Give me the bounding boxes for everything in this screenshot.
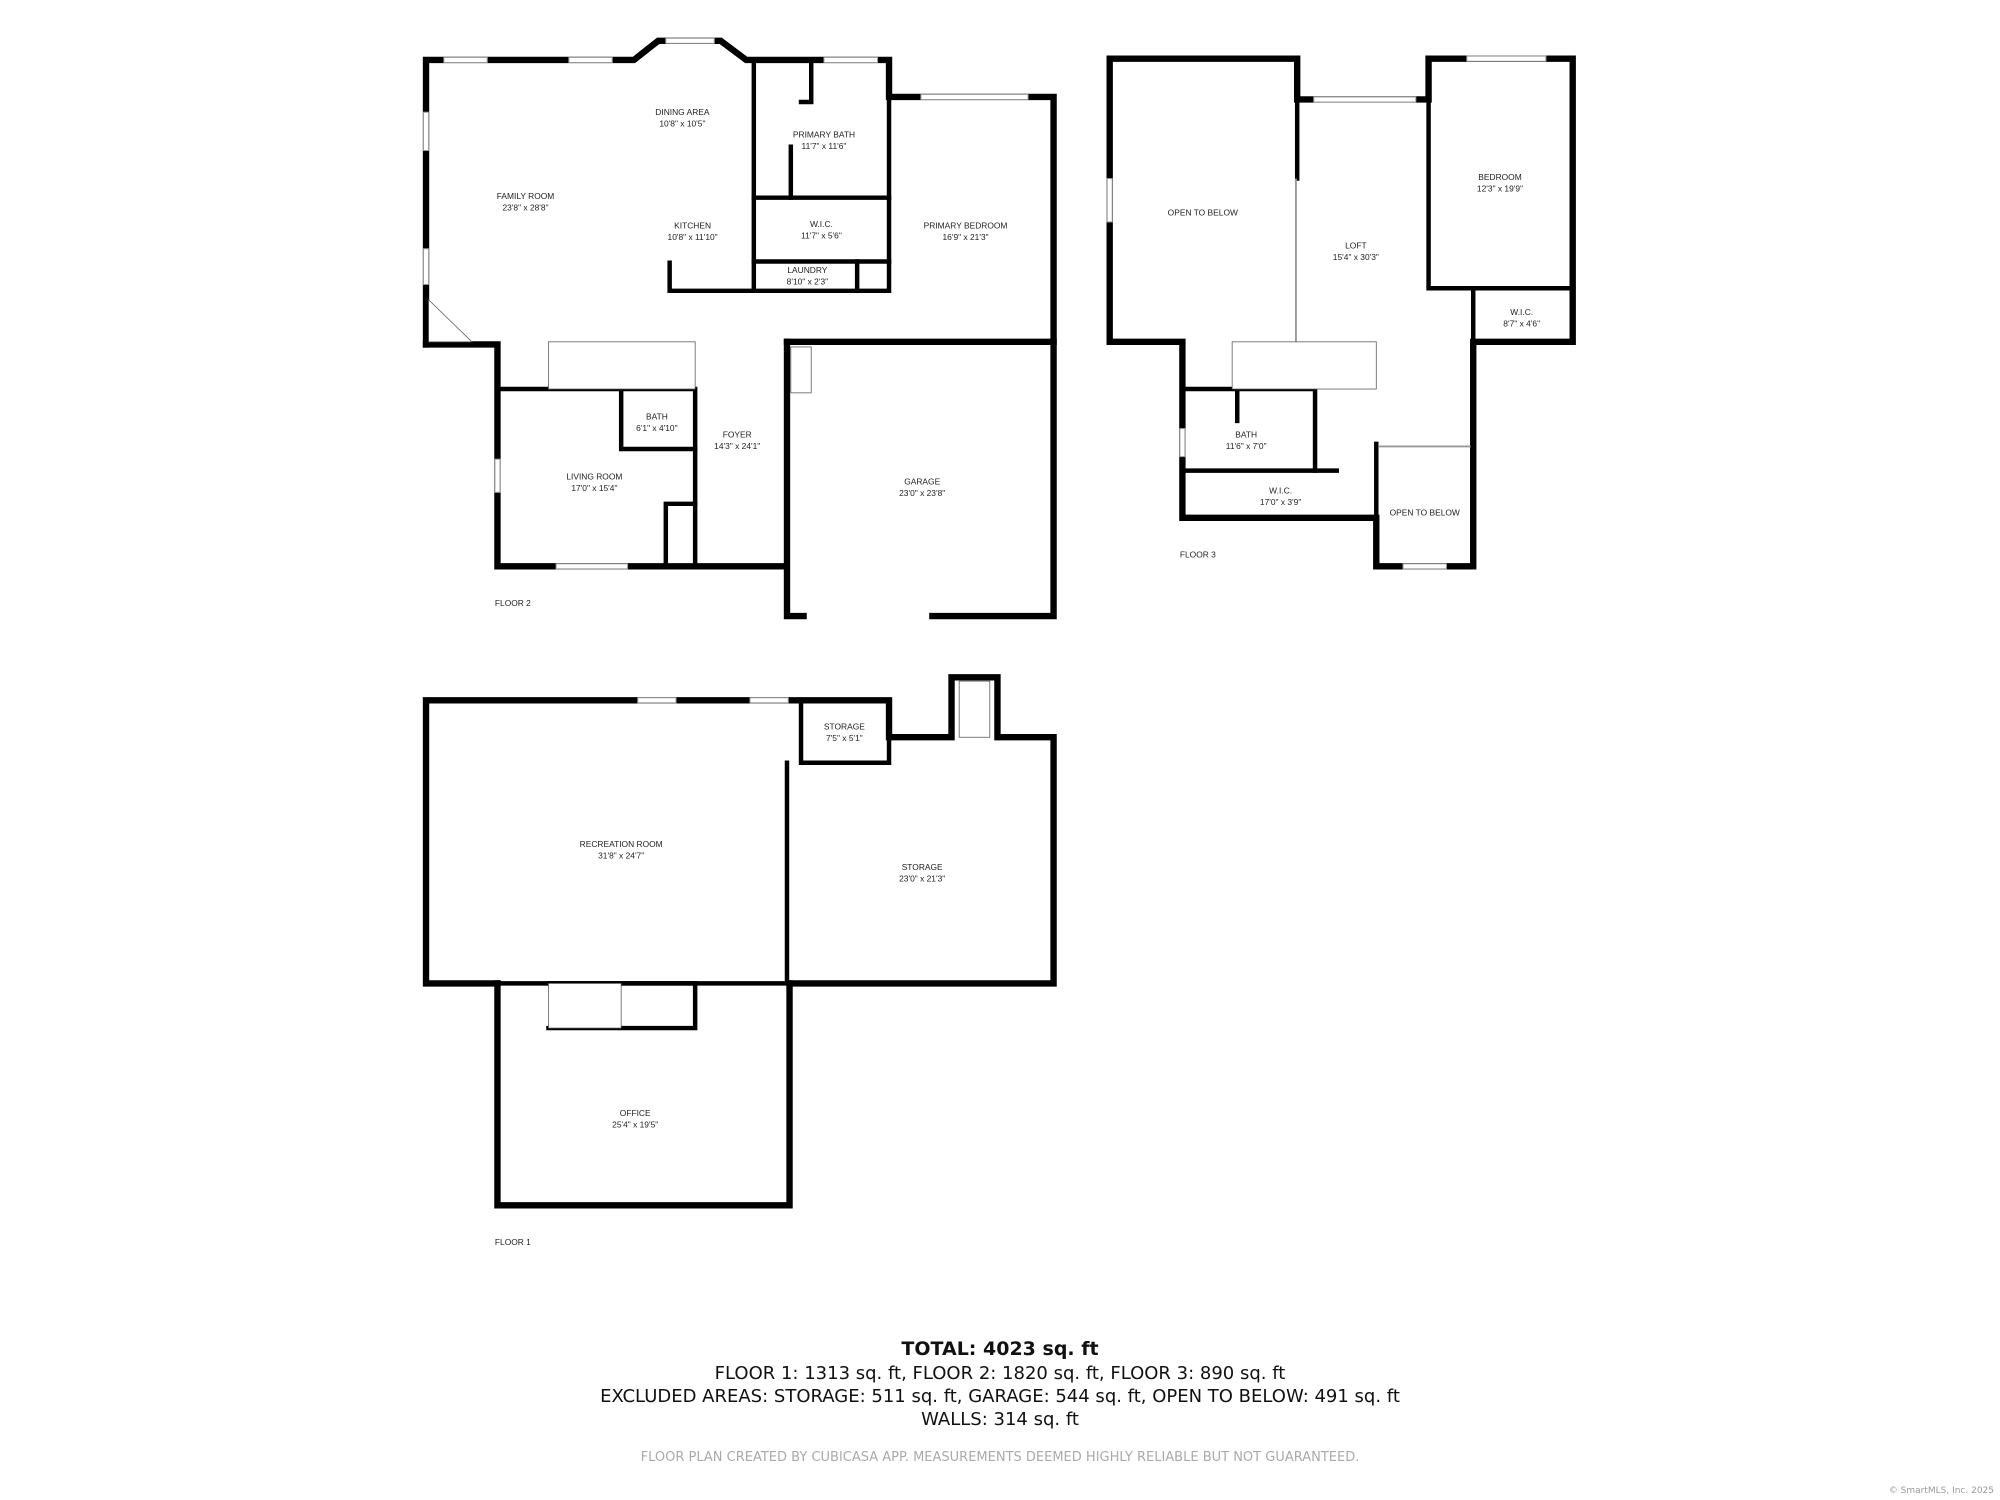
window	[494, 458, 501, 493]
office-wall	[494, 980, 793, 1209]
room-name: KITCHEN	[674, 220, 711, 230]
room-name: W.I.C.	[810, 219, 833, 229]
stair-wall	[546, 981, 698, 1031]
room-name: GARAGE	[904, 477, 940, 487]
room-name: FOYER	[723, 430, 752, 440]
floor-areas: FLOOR 1: 1313 sq. ft, FLOOR 2: 1820 sq. …	[714, 1363, 1286, 1384]
copyright: © SmartMLS, Inc. 2025	[1888, 1486, 1994, 1496]
room-name: OPEN TO BELOW	[1390, 507, 1460, 517]
room-size: 23'0" x 21'3"	[899, 873, 945, 883]
garage-wall	[783, 338, 807, 620]
room-size: 25'4" x 19'5"	[612, 1120, 658, 1130]
room-size: 11'6" x 7'0"	[1226, 441, 1267, 451]
room-size: 23'8" x 28'8"	[502, 202, 548, 212]
storage-wall	[798, 698, 892, 765]
excluded-areas: EXCLUDED AREAS: STORAGE: 511 sq. ft, GAR…	[600, 1386, 1400, 1407]
room-size: 6'1" x 4'10"	[636, 423, 677, 433]
garage-wall	[783, 338, 1057, 620]
floor-1-exterior-wall	[422, 674, 1057, 987]
window	[637, 697, 677, 704]
kitchen-wall	[667, 57, 757, 294]
window	[568, 56, 613, 64]
room-name: BATH	[1235, 430, 1257, 440]
window	[422, 111, 430, 152]
room-name: LAUNDRY	[787, 265, 827, 275]
room-name: DINING AREA	[655, 107, 710, 117]
exterior-steps	[958, 680, 991, 738]
room-name: W.I.C.	[1269, 486, 1292, 496]
room-size: 15'4" x 30'3"	[1333, 252, 1379, 262]
recreation-room-wall	[423, 760, 790, 986]
floor-label: FLOOR 2	[495, 598, 531, 608]
window	[1179, 428, 1186, 458]
room-name: FAMILY ROOM	[497, 191, 555, 201]
floor-1-plan: STORAGE 7'5" x 5'1" RECREATION ROOM 31'8…	[422, 674, 1057, 1247]
floor-2-plan: DINING AREA 10'8" x 10'5" FAMILY ROOM 23…	[422, 37, 1057, 620]
staircase	[548, 341, 696, 390]
room-name: LOFT	[1345, 241, 1366, 251]
floor-2-exterior-wall	[422, 341, 788, 570]
garage-steps	[790, 346, 812, 394]
room-size: 17'0" x 15'4"	[571, 483, 617, 493]
room-size: 8'10" x 2'3"	[787, 276, 828, 286]
closet-wall	[663, 501, 698, 569]
fireplace	[428, 298, 473, 343]
laundry-wall	[751, 94, 892, 294]
window	[422, 248, 430, 285]
staircase	[548, 983, 622, 1029]
room-size: 11'7" x 11'6"	[802, 141, 847, 151]
window	[1402, 563, 1447, 570]
bath-wall	[618, 386, 698, 452]
room-name: OPEN TO BELOW	[1168, 208, 1238, 218]
room-size: 14'3" x 24'1"	[714, 441, 760, 451]
window	[1313, 96, 1417, 103]
window	[1466, 55, 1547, 62]
window	[443, 56, 488, 64]
floor-3-plan: OPEN TO BELOW LOFT 15'4" x 30'3" BEDROOM…	[1106, 55, 1576, 570]
window	[823, 56, 879, 64]
room-name: STORAGE	[824, 722, 865, 732]
floor-label: FLOOR 1	[495, 1237, 531, 1247]
room-name: RECREATION ROOM	[580, 839, 663, 849]
floor-3-exterior-wall	[1106, 55, 1576, 570]
floor-label: FLOOR 3	[1180, 549, 1216, 559]
room-name: BEDROOM	[1478, 172, 1521, 182]
room-name: PRIMARY BEDROOM	[924, 220, 1008, 230]
room-name: PRIMARY BATH	[793, 130, 855, 140]
room-name: W.I.C.	[1510, 307, 1533, 317]
room-size: 11'7" x 5'6"	[801, 231, 842, 241]
room-size: 7'5" x 5'1"	[826, 733, 863, 743]
bedroom-wall	[1426, 97, 1575, 291]
walls-area: WALLS: 314 sq. ft	[921, 1409, 1079, 1430]
bath-partition	[798, 61, 814, 105]
room-name: BATH	[646, 412, 668, 422]
staircase	[1231, 341, 1377, 390]
room-size: 23'0" x 23'8"	[899, 488, 945, 498]
room-size: 8'7" x 4'6"	[1503, 319, 1540, 329]
window	[665, 37, 715, 44]
room-size: 10'8" x 11'10"	[668, 232, 718, 242]
window	[749, 697, 789, 704]
room-size: 16'9" x 21'3"	[943, 232, 989, 242]
window	[1106, 178, 1113, 223]
room-name: OFFICE	[620, 1108, 651, 1118]
room-size: 31'8" x 24'7"	[598, 850, 644, 860]
room-name: LIVING ROOM	[566, 472, 622, 482]
room-size: 17'0" x 3'9"	[1260, 497, 1301, 507]
window	[555, 563, 629, 570]
room-name: STORAGE	[902, 862, 943, 872]
room-size: 12'3" x 19'9"	[1477, 183, 1523, 193]
total-area: TOTAL: 4023 sq. ft	[901, 1338, 1099, 1360]
window	[920, 93, 1029, 100]
room-size: 10'8" x 10'5"	[659, 118, 705, 128]
disclaimer: FLOOR PLAN CREATED BY CUBICASA APP. MEAS…	[640, 1450, 1360, 1465]
